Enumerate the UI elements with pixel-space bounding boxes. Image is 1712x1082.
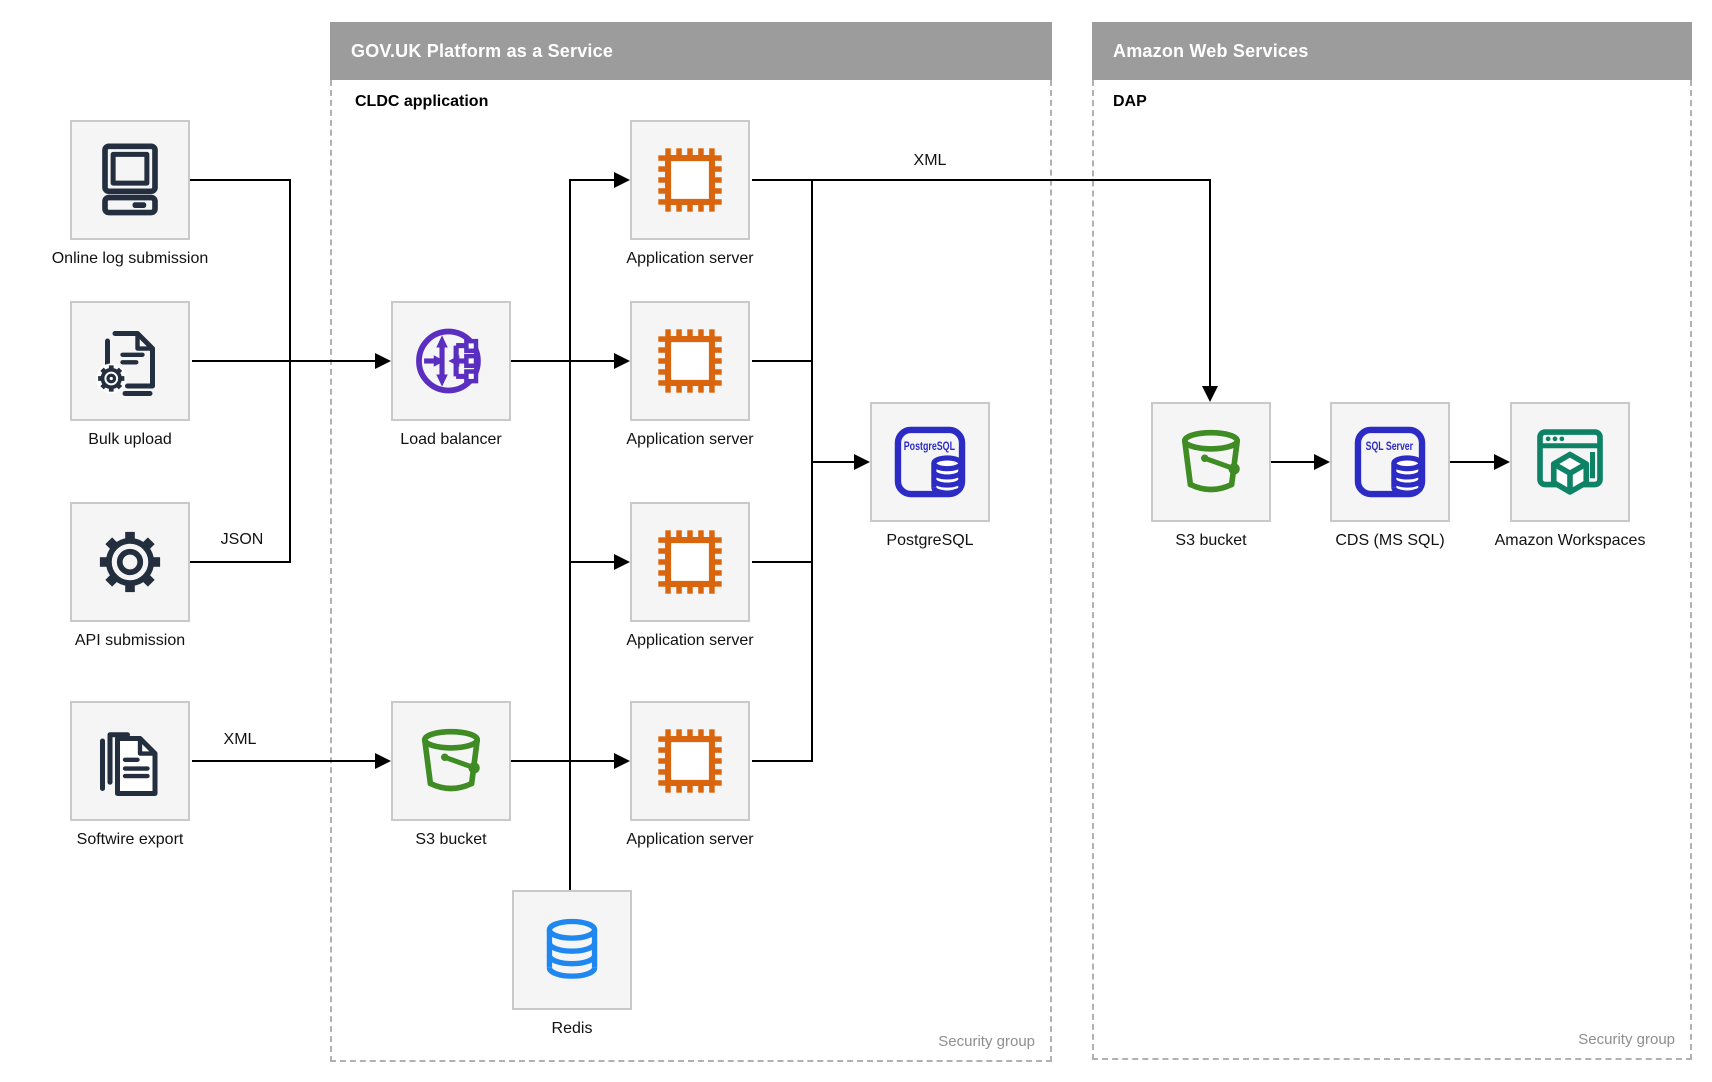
connector-bulk-to-lb bbox=[192, 360, 378, 362]
document-gear-icon bbox=[96, 331, 155, 396]
arrowhead-into-load-balancer bbox=[375, 353, 391, 369]
paas-region: CLDC application Security group bbox=[330, 80, 1052, 1062]
gear-icon bbox=[99, 531, 161, 593]
label-cds-ms-sql: CDS (MS SQL) bbox=[1335, 532, 1445, 549]
label-api-submission: API submission bbox=[74, 632, 186, 649]
connector-left-bus bbox=[569, 179, 571, 890]
connector-right-bus bbox=[811, 179, 813, 762]
connector-s3-to-app4 bbox=[511, 760, 619, 762]
node-api-submission bbox=[70, 502, 190, 622]
edge-label-xml-to-aws: XML bbox=[910, 152, 950, 170]
arrowhead-into-cds bbox=[1314, 454, 1330, 470]
chip-icon bbox=[658, 329, 722, 393]
node-load-balancer bbox=[391, 301, 511, 421]
arrowhead-into-app1 bbox=[614, 172, 630, 188]
paas-sublabel: CLDC application bbox=[355, 93, 489, 110]
arrowhead-into-s3-paas bbox=[375, 753, 391, 769]
label-online-log-submission: Online log submission bbox=[51, 250, 209, 267]
label-application-server-2: Application server bbox=[626, 431, 754, 448]
aws-sublabel: DAP bbox=[1113, 93, 1147, 110]
connector-source-bus bbox=[289, 179, 291, 563]
connector-down-to-aws-s3 bbox=[1209, 181, 1211, 388]
paas-header-bar: GOV.UK Platform as a Service bbox=[330, 22, 1052, 80]
edge-label-xml-softwire: XML bbox=[220, 731, 260, 749]
arrowhead-into-postgres bbox=[854, 454, 870, 470]
connector-lb-to-app2 bbox=[511, 360, 617, 362]
s3-bucket-icon bbox=[1181, 429, 1241, 493]
connector-bus-to-postgres bbox=[811, 461, 856, 463]
arrowhead-into-app3 bbox=[614, 554, 630, 570]
arrowhead-into-aws-s3 bbox=[1202, 386, 1218, 402]
node-amazon-workspaces bbox=[1510, 402, 1630, 522]
label-application-server-1: Application server bbox=[626, 250, 754, 267]
label-amazon-workspaces: Amazon Workspaces bbox=[1494, 532, 1646, 549]
sql-server-icon: SQL Server bbox=[1354, 426, 1426, 498]
node-redis bbox=[512, 890, 632, 1010]
chip-icon bbox=[658, 148, 722, 212]
connector-app1-to-aws bbox=[752, 179, 1211, 181]
label-load-balancer: Load balancer bbox=[400, 431, 502, 448]
node-application-server-2 bbox=[630, 301, 750, 421]
node-application-server-1 bbox=[630, 120, 750, 240]
connector-softwire-to-s3 bbox=[192, 760, 378, 762]
connector-cds-to-workspaces bbox=[1450, 461, 1496, 463]
database-icon bbox=[546, 918, 598, 979]
connector-app2-out bbox=[752, 360, 813, 362]
sql-server-badge-text: SQL Server bbox=[1366, 439, 1414, 453]
document-stack-icon bbox=[100, 732, 158, 796]
workspaces-icon bbox=[1537, 429, 1603, 495]
label-s3-bucket-paas: S3 bucket bbox=[415, 831, 487, 848]
label-s3-bucket-aws: S3 bucket bbox=[1175, 532, 1247, 549]
aws-header-bar: Amazon Web Services bbox=[1092, 22, 1692, 80]
connector-app4-out bbox=[752, 760, 813, 762]
postgresql-badge-text: PostgreSQL bbox=[904, 439, 956, 453]
connector-s3-to-cds bbox=[1270, 461, 1316, 463]
computer-icon bbox=[102, 143, 158, 216]
arrowhead-into-app2 bbox=[614, 353, 630, 369]
aws-region: DAP Security group bbox=[1092, 80, 1692, 1060]
node-bulk-upload bbox=[70, 301, 190, 421]
chip-icon bbox=[658, 530, 722, 594]
paas-title: GOV.UK Platform as a Service bbox=[351, 41, 614, 61]
node-s3-bucket-aws bbox=[1151, 402, 1271, 522]
paas-security-label: Security group bbox=[938, 1033, 1035, 1050]
node-application-server-4 bbox=[630, 701, 750, 821]
arrowhead-into-app4 bbox=[614, 753, 630, 769]
edge-label-json: JSON bbox=[217, 531, 267, 549]
label-bulk-upload: Bulk upload bbox=[88, 431, 172, 448]
node-online-log-submission bbox=[70, 120, 190, 240]
aws-security-label: Security group bbox=[1578, 1031, 1675, 1048]
node-s3-bucket-paas bbox=[391, 701, 511, 821]
node-application-server-3 bbox=[630, 502, 750, 622]
label-postgresql: PostgreSQL bbox=[886, 532, 974, 549]
connector-app3-out bbox=[752, 561, 813, 563]
label-application-server-4: Application server bbox=[626, 831, 754, 848]
node-cds-ms-sql: SQL Server bbox=[1330, 402, 1450, 522]
label-softwire-export: Softwire export bbox=[76, 831, 184, 848]
label-redis: Redis bbox=[551, 1020, 593, 1037]
connector-feed-app3 bbox=[569, 561, 616, 563]
s3-bucket-icon bbox=[421, 728, 481, 792]
node-softwire-export bbox=[70, 701, 190, 821]
load-balancer-icon bbox=[416, 328, 481, 394]
postgresql-icon: PostgreSQL bbox=[894, 426, 966, 498]
aws-title: Amazon Web Services bbox=[1113, 41, 1309, 61]
connector-feed-app1 bbox=[569, 179, 616, 181]
arrowhead-into-workspaces bbox=[1494, 454, 1510, 470]
chip-icon bbox=[658, 729, 722, 793]
connector-online-to-bus bbox=[190, 179, 291, 181]
node-postgresql: PostgreSQL bbox=[870, 402, 990, 522]
label-application-server-3: Application server bbox=[626, 632, 754, 649]
connector-api-to-bus bbox=[190, 561, 291, 563]
